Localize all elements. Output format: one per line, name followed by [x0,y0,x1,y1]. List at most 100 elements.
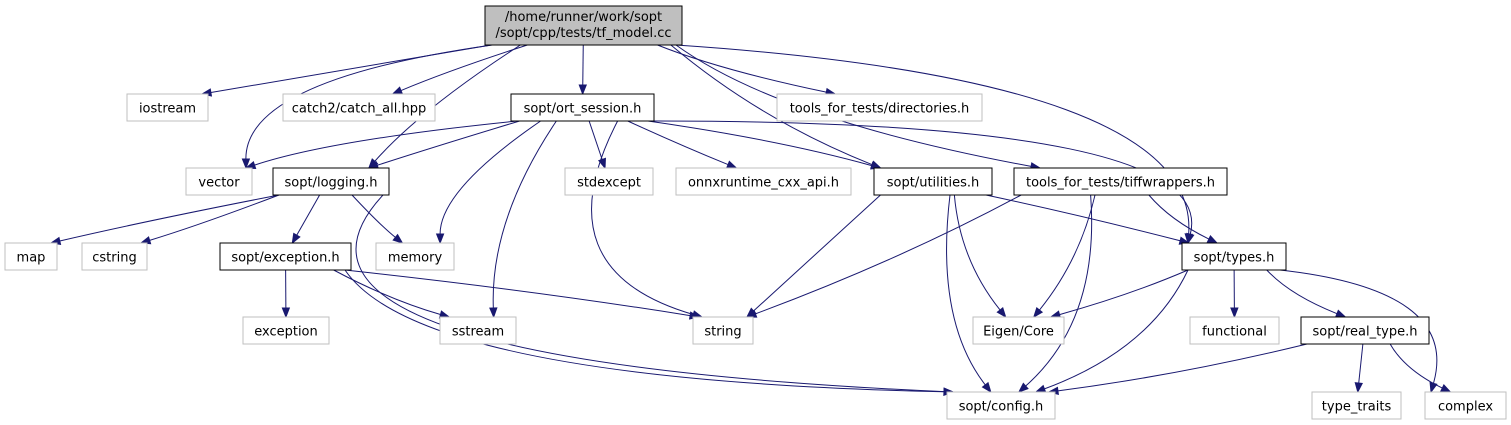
node-label: tools_for_tests/directories.h [790,102,970,117]
edge-utilities-to-eigen [953,194,1001,311]
arrowhead-ort_session-to-onnxruntime [725,160,738,169]
arrowhead-ort_session-to-sstream [489,307,498,319]
edge-types-to-config [1044,269,1189,390]
node-catch2: catch2/catch_all.hpp [282,93,436,122]
node-box [675,167,852,196]
edge-tiffwrappers-to-string [755,194,1022,315]
arrowhead-logging-to-memory [392,233,404,244]
edge-ort_session-to-string [591,120,694,315]
arrowhead-ort_session-to-memory [435,233,445,245]
node-label: cstring [92,251,136,266]
graph-edges [49,44,1452,397]
node-config: sopt/config.h [946,391,1056,420]
node-label: vector [198,176,240,191]
edge-real_type-to-config [1057,343,1308,392]
node-label: functional [1202,325,1267,340]
node-utilities[interactable]: sopt/utilities.h [873,167,993,196]
node-type-traits: type_traits [1311,391,1402,420]
node-iostream: iostream [126,93,209,122]
edge-utilities-to-types [985,194,1181,242]
edge-types-to-real_type [1266,269,1338,315]
node-box[interactable] [1300,316,1430,345]
arrowhead-types-to-config [1034,384,1047,393]
edge-logging-to-map [59,194,280,242]
node-directories: tools_for_tests/directories.h [776,93,983,122]
edge-logging-to-config [355,194,945,393]
edge-root-to-catch2 [400,44,528,91]
arrowhead-ort_session-to-stdexcept [597,157,606,170]
node-functional: functional [1189,316,1280,345]
edge-tiffwrappers-to-types [1148,194,1210,240]
edge-exception_h-to-string [344,269,691,317]
node-map: map [4,242,58,271]
node-label: sstream [452,325,504,340]
edge-exception_h-to-sstream [333,269,441,315]
edge-tiffwrappers-to-eigen [1039,194,1096,311]
node-label: sopt/types.h [1194,251,1275,266]
node-vector: vector [185,167,253,196]
node-types[interactable]: sopt/types.h [1181,242,1287,271]
node-eigen: Eigen/Core [972,316,1065,345]
node-label: tools_for_tests/tiffwrappers.h [1026,176,1215,191]
edge-ort_session-to-sstream [492,120,557,309]
node-box [1189,316,1280,345]
arrowhead-real_type-to-complex [1440,384,1452,393]
node-label: sopt/logging.h [285,176,378,191]
node-string: string [692,316,754,345]
node-label: onnxruntime_cxx_api.h [688,176,839,191]
node-label: exception [254,325,318,340]
edge-logging-to-cstring [149,194,280,241]
node-box[interactable] [1013,167,1228,196]
node-real-type[interactable]: sopt/real_type.h [1300,316,1430,345]
node-label: string [704,325,741,340]
root-file-label: /home/runner/work/sopt [505,10,662,25]
node-box [282,93,436,122]
node-box [972,316,1065,345]
node-box [946,391,1056,420]
arrowhead-utilities-to-config [981,381,992,394]
node-label: catch2/catch_all.hpp [292,102,426,117]
node-box[interactable] [219,242,352,271]
node-label: memory [388,251,443,266]
edge-root-to-types [675,44,1190,235]
edge-ort_session-to-onnxruntime [627,120,729,166]
node-box [1311,391,1402,420]
node-sstream: sstream [439,316,517,345]
arrowhead-logging-to-exception_h [291,232,301,245]
node-ort-session[interactable]: sopt/ort_session.h [510,93,655,122]
node-box [564,167,654,196]
node-label: sopt/exception.h [231,251,339,266]
node-tiffwrappers[interactable]: tools_for_tests/tiffwrappers.h [1013,167,1228,196]
arrowhead-types-to-real_type [1334,309,1347,318]
node-box [126,93,209,122]
graph-nodes: /home/runner/work/sopt/sopt/cpp/tests/tf… [4,5,1507,420]
node-logging[interactable]: sopt/logging.h [272,167,390,196]
edge-types-to-eigen [1059,269,1189,316]
edge-ort_session-to-types [647,120,1193,235]
node-box[interactable] [272,167,390,196]
arrowhead-exception_h-to-exception [281,307,291,319]
node-box[interactable] [1181,242,1287,271]
edge-logging-to-memory [351,194,396,238]
arrowhead-tiffwrappers-to-types [1206,235,1219,244]
edge-ort_session-to-utilities [647,120,872,167]
node-memory: memory [375,242,455,271]
node-box[interactable] [510,93,655,122]
node-label: complex [1438,400,1493,415]
node-box [81,242,148,271]
edge-real_type-to-type_traits [1358,343,1364,384]
node-root: /home/runner/work/sopt/sopt/cpp/tests/tf… [484,5,683,46]
node-box [692,316,754,345]
arrowhead-types-to-functional [1230,307,1239,319]
node-cstring: cstring [81,242,148,271]
edge-logging-to-exception_h [296,194,321,236]
edge-ort_session-to-vector [254,120,518,166]
edge-root-to-vector [245,44,493,160]
node-box [484,5,683,46]
node-box[interactable] [873,167,993,196]
edge-real_type-to-complex [1389,343,1443,389]
edge-ort_session-to-memory [439,120,541,235]
node-exception-h[interactable]: sopt/exception.h [219,242,352,271]
node-exception: exception [242,316,330,345]
